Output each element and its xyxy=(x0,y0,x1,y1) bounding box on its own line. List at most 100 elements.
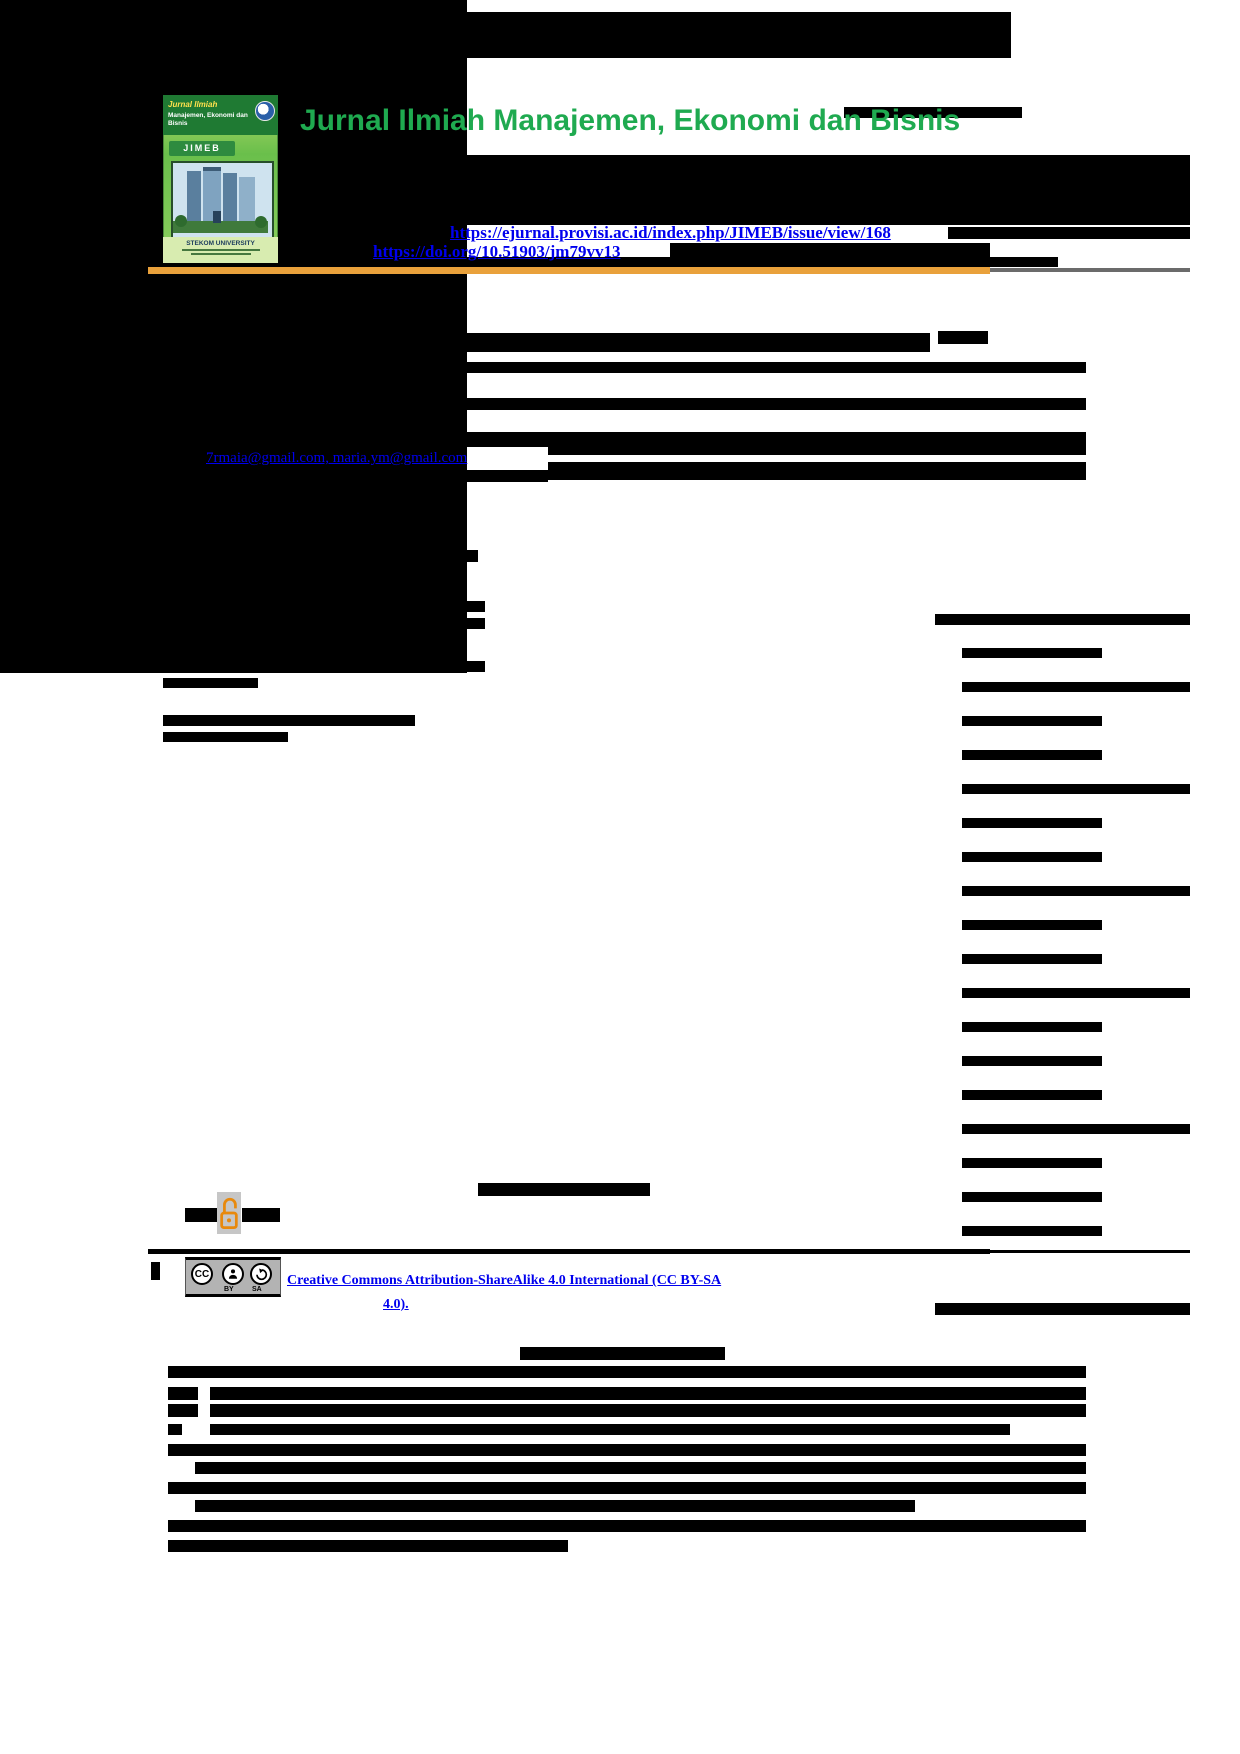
cover-footer-line xyxy=(190,253,251,255)
redaction-bar xyxy=(195,353,410,361)
redaction-bar xyxy=(163,601,485,612)
cover-footer: STEKOM UNIVERSITY xyxy=(163,237,278,263)
redaction-bar xyxy=(948,227,1190,239)
doi-url-link[interactable]: https://doi.org/10.51903/jm79vv13 xyxy=(373,242,621,261)
open-access-icon xyxy=(217,1192,241,1234)
redaction-bar xyxy=(223,398,1086,410)
redaction-bar xyxy=(962,682,1190,692)
redaction-gap xyxy=(478,1149,551,1161)
redaction-bar xyxy=(962,716,1102,726)
redaction-gap xyxy=(478,700,548,711)
redaction-bar xyxy=(174,432,1086,447)
sa-sharealike-icon xyxy=(250,1263,272,1285)
redaction-bar xyxy=(962,1124,1190,1134)
redaction-bar xyxy=(962,988,1190,998)
redaction-bar xyxy=(151,1262,160,1280)
redaction-bar xyxy=(148,257,1058,267)
redaction-bar xyxy=(962,886,1190,896)
redaction-bar xyxy=(962,750,1102,760)
redaction-bar xyxy=(160,448,205,464)
issue-url-link[interactable]: https://ejurnal.provisi.ac.id/index.php/… xyxy=(450,223,891,242)
redaction-bar xyxy=(168,1444,1086,1456)
redaction-bar xyxy=(962,1192,1102,1202)
cc-by-sa-badge: CC BY SA xyxy=(185,1257,281,1297)
cover-header-band: Jurnal Ilmiah Manajemen, Ekonomi dan Bis… xyxy=(163,95,278,135)
redaction-bar xyxy=(160,470,548,482)
redaction-bar xyxy=(962,1090,1102,1100)
redaction-bar xyxy=(962,1022,1102,1032)
cover-title-line2: Manajemen, Ekonomi dan Bisnis xyxy=(168,112,248,127)
redaction-bar xyxy=(163,635,333,645)
redaction-bar xyxy=(210,1404,1086,1417)
cc-license-link[interactable]: Creative Commons Attribution-ShareAlike … xyxy=(287,1273,722,1288)
redaction-bar xyxy=(962,1158,1102,1168)
redaction-bar xyxy=(670,243,990,259)
redaction-bar xyxy=(962,648,1102,658)
redaction-bar xyxy=(350,227,445,239)
redaction-bar xyxy=(168,1404,198,1417)
redaction-bar xyxy=(183,392,223,405)
redaction-gap xyxy=(478,1093,548,1105)
journal-title: Jurnal Ilmiah Manajemen, Ekonomi dan Bis… xyxy=(300,104,961,137)
redaction-gap xyxy=(478,880,550,891)
redaction-bar xyxy=(935,1303,1190,1315)
redaction-bar xyxy=(520,1347,725,1360)
redaction-gap xyxy=(478,1121,536,1133)
redaction-bar xyxy=(163,618,485,629)
redaction-bar xyxy=(168,1482,1086,1494)
redaction-bar xyxy=(962,920,1102,930)
redaction-bar xyxy=(210,1387,1086,1400)
cover-university-label: STEKOM UNIVERSITY xyxy=(186,240,255,247)
redaction-bar xyxy=(148,1249,990,1254)
redaction-bar xyxy=(548,445,1086,455)
journal-emblem-icon xyxy=(255,101,275,121)
redaction-gap xyxy=(478,1063,558,1075)
redaction-bar xyxy=(421,155,1190,193)
redaction-bar xyxy=(317,193,1190,225)
redaction-gap xyxy=(478,970,538,981)
redaction-bar xyxy=(407,362,1086,373)
cover-ribbon-label: JIMEB xyxy=(169,141,235,156)
cc-license-link-wrap[interactable]: 4.0). xyxy=(383,1297,409,1312)
redaction-bar xyxy=(160,333,930,352)
redaction-bar xyxy=(962,852,1102,862)
journal-cover-image: Jurnal Ilmiah Manajemen, Ekonomi dan Bis… xyxy=(163,95,278,263)
redaction-bar xyxy=(160,371,407,382)
redaction-bar xyxy=(163,570,313,579)
redaction-bar xyxy=(168,1520,1086,1532)
header-rule-orange xyxy=(148,267,990,274)
redaction-bar xyxy=(210,1424,1010,1435)
redaction-bar xyxy=(185,1208,217,1222)
redaction-bar xyxy=(962,784,1190,794)
redaction-bar xyxy=(962,818,1102,828)
redaction-bar xyxy=(163,678,258,688)
redaction-bar xyxy=(990,1250,1190,1253)
redaction-bar xyxy=(195,1500,915,1512)
redaction-bar xyxy=(168,1387,198,1400)
redaction-bar xyxy=(844,107,1022,118)
cc-icon: CC xyxy=(191,1263,213,1285)
redaction-bar xyxy=(168,1424,182,1435)
header-rule-grey xyxy=(990,268,1190,272)
cover-title-line1: Jurnal Ilmiah xyxy=(168,100,218,109)
redaction-bar xyxy=(245,12,1011,58)
redaction-bar xyxy=(548,462,1086,480)
by-attribution-icon xyxy=(222,1263,244,1285)
redaction-bar xyxy=(163,732,288,742)
redaction-bar xyxy=(962,1056,1102,1066)
redaction-bar xyxy=(938,331,988,344)
redaction-bar xyxy=(195,1462,1086,1474)
redaction-bar xyxy=(962,1226,1102,1236)
redaction-bar xyxy=(163,550,478,562)
cover-building-photo xyxy=(171,161,274,239)
redaction-gap xyxy=(478,790,543,801)
by-label: BY xyxy=(224,1286,234,1293)
redaction-bar xyxy=(160,506,365,518)
redaction-bar xyxy=(163,715,415,726)
sa-label: SA xyxy=(252,1286,262,1293)
building-illustration xyxy=(173,163,268,233)
redaction-bar xyxy=(163,661,485,672)
author-emails-link[interactable]: 7rmaia@gmail.com, maria.ym@gmail.com xyxy=(206,450,468,466)
redaction-bar xyxy=(935,614,1190,625)
